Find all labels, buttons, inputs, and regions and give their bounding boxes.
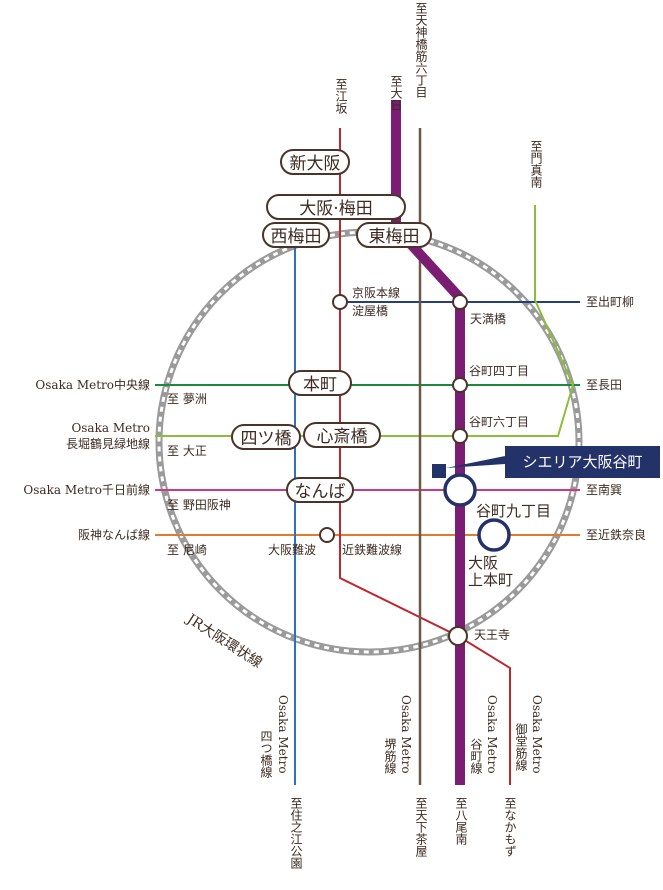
terminus-minamitatsumi: 至南巽 (586, 483, 623, 497)
label-uehommachi-2: 上本町 (468, 571, 514, 589)
terminus-demachiyanagi: 至出町柳 (586, 295, 635, 309)
terminus-kintetsunara: 至近鉄奈良 (586, 528, 647, 542)
terminus-amagasaki: 至 尼崎 (167, 543, 207, 557)
terminus-suminoekoen: 至住之江公園 (289, 797, 303, 869)
terminus-nakamozu: 至なかもず (503, 797, 517, 857)
line-label-midosuji-1: Osaka Metro (530, 695, 544, 774)
station-umeda[interactable]: 大阪·梅田 (266, 194, 406, 220)
label-tennoji: 天王寺 (474, 628, 511, 642)
station-shinosaka[interactable]: 新大阪 (280, 149, 350, 175)
line-label-sakaisuji-1: Osaka Metro (399, 695, 413, 774)
label-tanimachi9: 谷町九丁目 (476, 502, 552, 520)
terminus-nagata: 至長田 (586, 378, 623, 392)
terminus-yaominami: 至八尾南 (454, 797, 468, 845)
terminus-kadomaminami: 至門真南 (529, 140, 543, 188)
station-yodoyabashi[interactable] (332, 294, 348, 310)
terminus-taisho: 至 大正 (167, 444, 207, 458)
station-namba[interactable]: なんば (286, 477, 354, 503)
line-label-kintetsu: 近鉄難波線 (342, 543, 403, 557)
line-label-midosuji-2: 御堂筋線 (514, 723, 528, 771)
terminus-tengachaya: 至天下茶屋 (414, 797, 428, 857)
station-temmabashi[interactable] (452, 294, 468, 310)
label-uehommachi-1: 大阪 (468, 554, 499, 572)
station-uehommachi[interactable] (477, 518, 511, 552)
line-label-nagahori-2: 長堀鶴見緑地線 (65, 437, 150, 451)
line-label-hanshin: 阪神なんば線 (77, 528, 150, 542)
line-label-tanimachi-2: 谷町線 (469, 738, 483, 774)
terminus-nodahanshin: 至 野田阪神 (167, 498, 231, 512)
line-label-yotsubashi-2: 四つ橋線 (259, 730, 273, 778)
terminus-dainichi: 至大日 (389, 75, 403, 111)
station-tanimachi6[interactable] (452, 428, 468, 444)
station-yotsubashi[interactable]: 四ツ橋 (231, 424, 301, 450)
property-callout[interactable]: シエリア大阪谷町 (505, 446, 660, 478)
station-hommachi[interactable]: 本町 (288, 370, 352, 396)
station-osakanamba[interactable] (319, 527, 335, 543)
label-yodoyabashi: 淀屋橋 (352, 304, 389, 318)
property-marker[interactable] (432, 464, 446, 478)
line-label-chuo: Osaka Metro中央線 (35, 378, 150, 392)
label-tanimachi4: 谷町四丁目 (469, 364, 530, 378)
station-tanimachi9[interactable] (443, 473, 477, 507)
line-label-keihan: 京阪本線 (352, 286, 401, 300)
station-tennoji[interactable] (448, 626, 468, 646)
station-nishiumeda[interactable]: 西梅田 (262, 222, 330, 248)
jr-loop-dashes (157, 230, 581, 654)
line-label-sennichimae: Osaka Metro千日前線 (23, 483, 150, 497)
callout-pointer (446, 456, 505, 468)
line-label-sakaisuji-2: 堺筋線 (383, 738, 397, 774)
tanimachi-line (391, 100, 465, 785)
line-label-tanimachi-1: Osaka Metro (485, 695, 499, 774)
nagahori-line (155, 205, 575, 437)
station-shinsaibashi[interactable]: 心斎橋 (303, 422, 381, 448)
station-higashiumeda[interactable]: 東梅田 (356, 222, 432, 248)
label-temmabashi: 天満橋 (470, 312, 507, 326)
line-label-yotsubashi-1: Osaka Metro (276, 695, 290, 774)
line-label-nagahori-1: Osaka Metro (71, 421, 150, 435)
terminus-esaka: 至江坂 (334, 78, 348, 114)
station-tanimachi4[interactable] (452, 377, 468, 393)
terminus-tenjinbashi: 至天神橋筋六丁目 (414, 2, 428, 98)
label-osakanamba: 大阪難波 (268, 543, 317, 557)
terminus-yumeshima: 至 夢洲 (167, 392, 207, 406)
label-tanimachi6: 谷町六丁目 (469, 415, 530, 429)
